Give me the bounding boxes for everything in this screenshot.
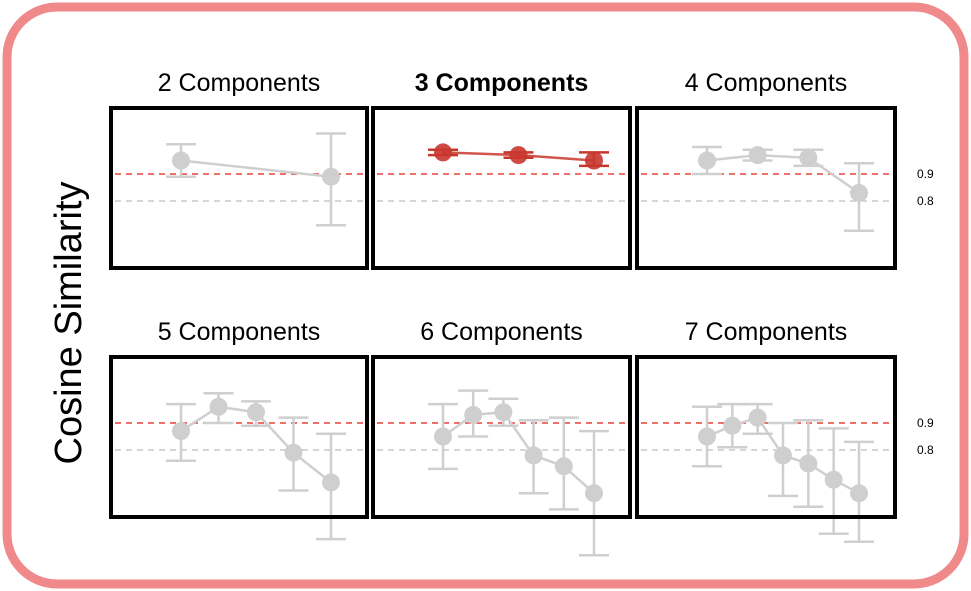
data-point: [799, 454, 818, 473]
y-tick-label: 0.9: [917, 416, 934, 430]
panel-title: 2 Components: [158, 69, 321, 97]
panel-title: 7 Components: [685, 318, 848, 346]
data-point: [824, 470, 843, 489]
series-line: [442, 410, 595, 495]
data-point: [585, 151, 603, 170]
panel-frame: [371, 355, 632, 519]
panel-frame: [109, 355, 369, 519]
y-tick-label: 0.8: [917, 443, 934, 457]
panel-4: 5 Components: [109, 318, 369, 541]
data-point: [748, 408, 767, 427]
series-line: [706, 153, 860, 194]
data-point: [322, 167, 340, 186]
data-point: [172, 151, 190, 170]
panels-group: 2 Components 3 Components 4 Components 0.9 0…: [109, 69, 934, 557]
panel-3: 4 Components 0.9 0.8: [635, 69, 934, 270]
data-point: [850, 183, 868, 202]
panel-2: 3 Components: [371, 69, 632, 270]
data-point: [698, 427, 716, 446]
panel-frame: [635, 106, 897, 270]
panel-title: 5 Components: [158, 318, 321, 346]
data-point: [554, 457, 573, 476]
data-point: [247, 403, 265, 422]
data-point: [434, 143, 452, 162]
data-point: [799, 148, 818, 167]
data-point: [524, 446, 543, 465]
data-point: [464, 405, 483, 424]
series-line: [180, 159, 332, 178]
data-point: [585, 484, 603, 503]
data-point: [209, 397, 228, 416]
panel-6: 7 Components 0.9 0.8: [635, 318, 934, 544]
data-point: [284, 443, 303, 462]
data-point: [434, 427, 452, 446]
panel-title: 4 Components: [685, 69, 848, 97]
data-point: [322, 473, 340, 492]
y-tick-label: 0.8: [917, 194, 934, 208]
data-point: [774, 446, 792, 465]
panel-frame: [371, 106, 632, 270]
panel-1: 2 Components: [109, 69, 369, 270]
y-axis-label: Cosine Similarity: [48, 182, 90, 465]
y-tick-label: 0.9: [917, 167, 934, 181]
panel-title: 3 Components: [415, 69, 589, 97]
data-point: [698, 151, 716, 170]
data-point: [850, 484, 868, 503]
panel-frame: [109, 106, 369, 270]
panel-frame: [635, 355, 897, 519]
data-point: [509, 146, 528, 165]
data-point: [748, 146, 767, 165]
panel-title: 6 Components: [420, 318, 583, 346]
data-point: [172, 422, 190, 441]
data-point: [494, 403, 513, 422]
data-point: [723, 416, 742, 435]
panel-5: 6 Components: [371, 318, 632, 557]
